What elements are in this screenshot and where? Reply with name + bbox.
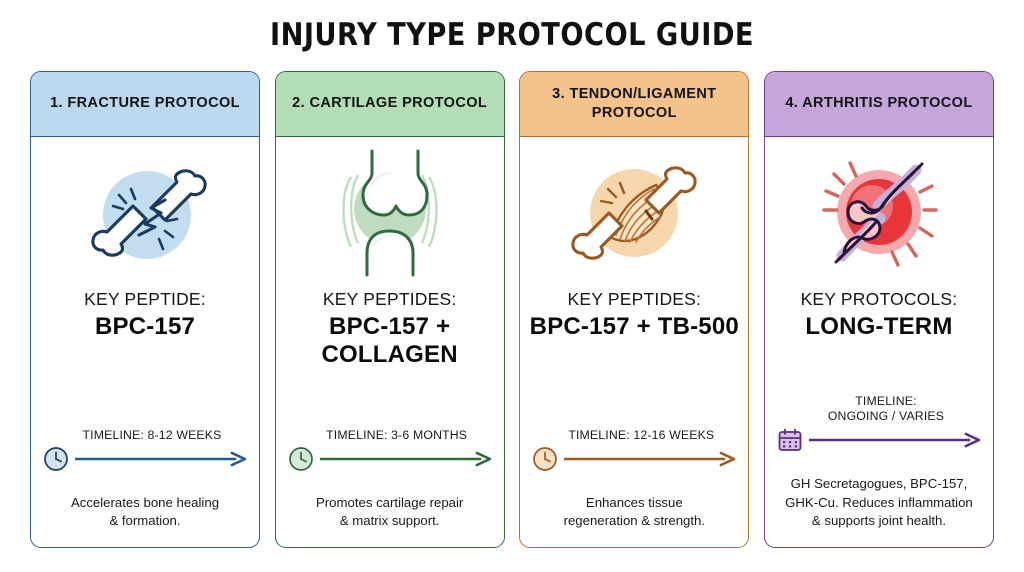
protocol-card-grid: 1. FRACTURE PROTOCOL — [30, 71, 994, 548]
clock-icon — [533, 446, 558, 471]
timeline-label: TIMELINE: 12-16 WEEKS — [568, 427, 715, 442]
description-cartilage: Promotes cartilage repair & matrix suppo… — [315, 494, 464, 529]
peptide-value: BPC-157 + TB-500 — [529, 312, 739, 340]
clock-icon — [288, 446, 313, 471]
card-header-fracture: 1. FRACTURE PROTOCOL — [31, 72, 259, 137]
peptide-label: KEY PEPTIDES: — [322, 289, 457, 309]
description-tendon: Enhances tissue regeneration & strength. — [563, 494, 706, 529]
timeline-label: TIMELINE: 8-12 WEEKS — [82, 427, 222, 442]
timeline-tendon: TIMELINE: 12-16 WEEKS — [520, 428, 748, 472]
peptide-value: BPC-157 + COLLAGEN — [321, 312, 458, 369]
timeline-arrow — [75, 451, 247, 466]
clock-icon — [44, 446, 68, 471]
card-header-cartilage: 2. CARTILAGE PROTOCOL — [275, 72, 504, 137]
peptide-label: KEY PROTOCOLS: — [800, 289, 958, 309]
peptide-block-tendon: KEY PEPTIDES: BPC-157 + TB-500 — [520, 289, 748, 341]
card-header-arthritis: 4. ARTHRITIS PROTOCOL — [764, 72, 993, 137]
description-arthritis: GH Secretagogues, BPC-157, GHK-Cu. Reduc… — [785, 475, 973, 529]
protocol-card-cartilage[interactable]: 2. CARTILAGE PROTOCOL — [274, 71, 505, 548]
peptide-label: KEY PEPTIDES: — [567, 289, 702, 309]
calendar-icon — [778, 428, 802, 451]
timeline-cartilage: TIMELINE: 3-6 MONTHS — [276, 428, 504, 472]
protocol-card-fracture[interactable]: 1. FRACTURE PROTOCOL — [30, 71, 260, 548]
timeline-arthritis: TIMELINE: ONGOING / VARIES — [765, 394, 993, 453]
timeline-label: TIMELINE: ONGOING / VARIES — [827, 394, 945, 424]
peptide-label: KEY PEPTIDE: — [84, 289, 206, 309]
protocol-card-arthritis[interactable]: 4. ARTHRITIS PROTOCOL — [763, 71, 994, 548]
timeline-arrow — [808, 432, 981, 448]
card-header-tendon: 3. TENDON/LIGAMENT PROTOCOL — [520, 72, 749, 137]
protocol-card-tendon[interactable]: 3. TENDON/LIGAMENT PROTOCOL — [519, 71, 750, 548]
tendon-bone-icon — [520, 137, 748, 289]
peptide-block-fracture: KEY PEPTIDE: BPC-157 — [31, 289, 259, 341]
knee-joint-icon — [276, 137, 504, 289]
peptide-block-cartilage: KEY PEPTIDES: BPC-157 + COLLAGEN — [276, 289, 504, 370]
timeline-fracture: TIMELINE: 8-12 WEEKS — [31, 428, 259, 472]
peptide-value: BPC-157 — [94, 312, 196, 340]
timeline-arrow — [319, 451, 491, 466]
description-fracture: Accelerates bone healing & formation. — [70, 494, 220, 529]
peptide-block-arthritis: KEY PROTOCOLS: LONG-TERM — [765, 289, 993, 341]
fractured-bone-icon — [31, 137, 259, 289]
timeline-arrow — [564, 451, 736, 466]
timeline-label: TIMELINE: 3-6 MONTHS — [326, 427, 468, 442]
peptide-value: LONG-TERM — [805, 312, 953, 340]
inflamed-joint-icon — [765, 137, 993, 289]
page-title: INJURY TYPE PROTOCOL GUIDE — [269, 17, 755, 53]
